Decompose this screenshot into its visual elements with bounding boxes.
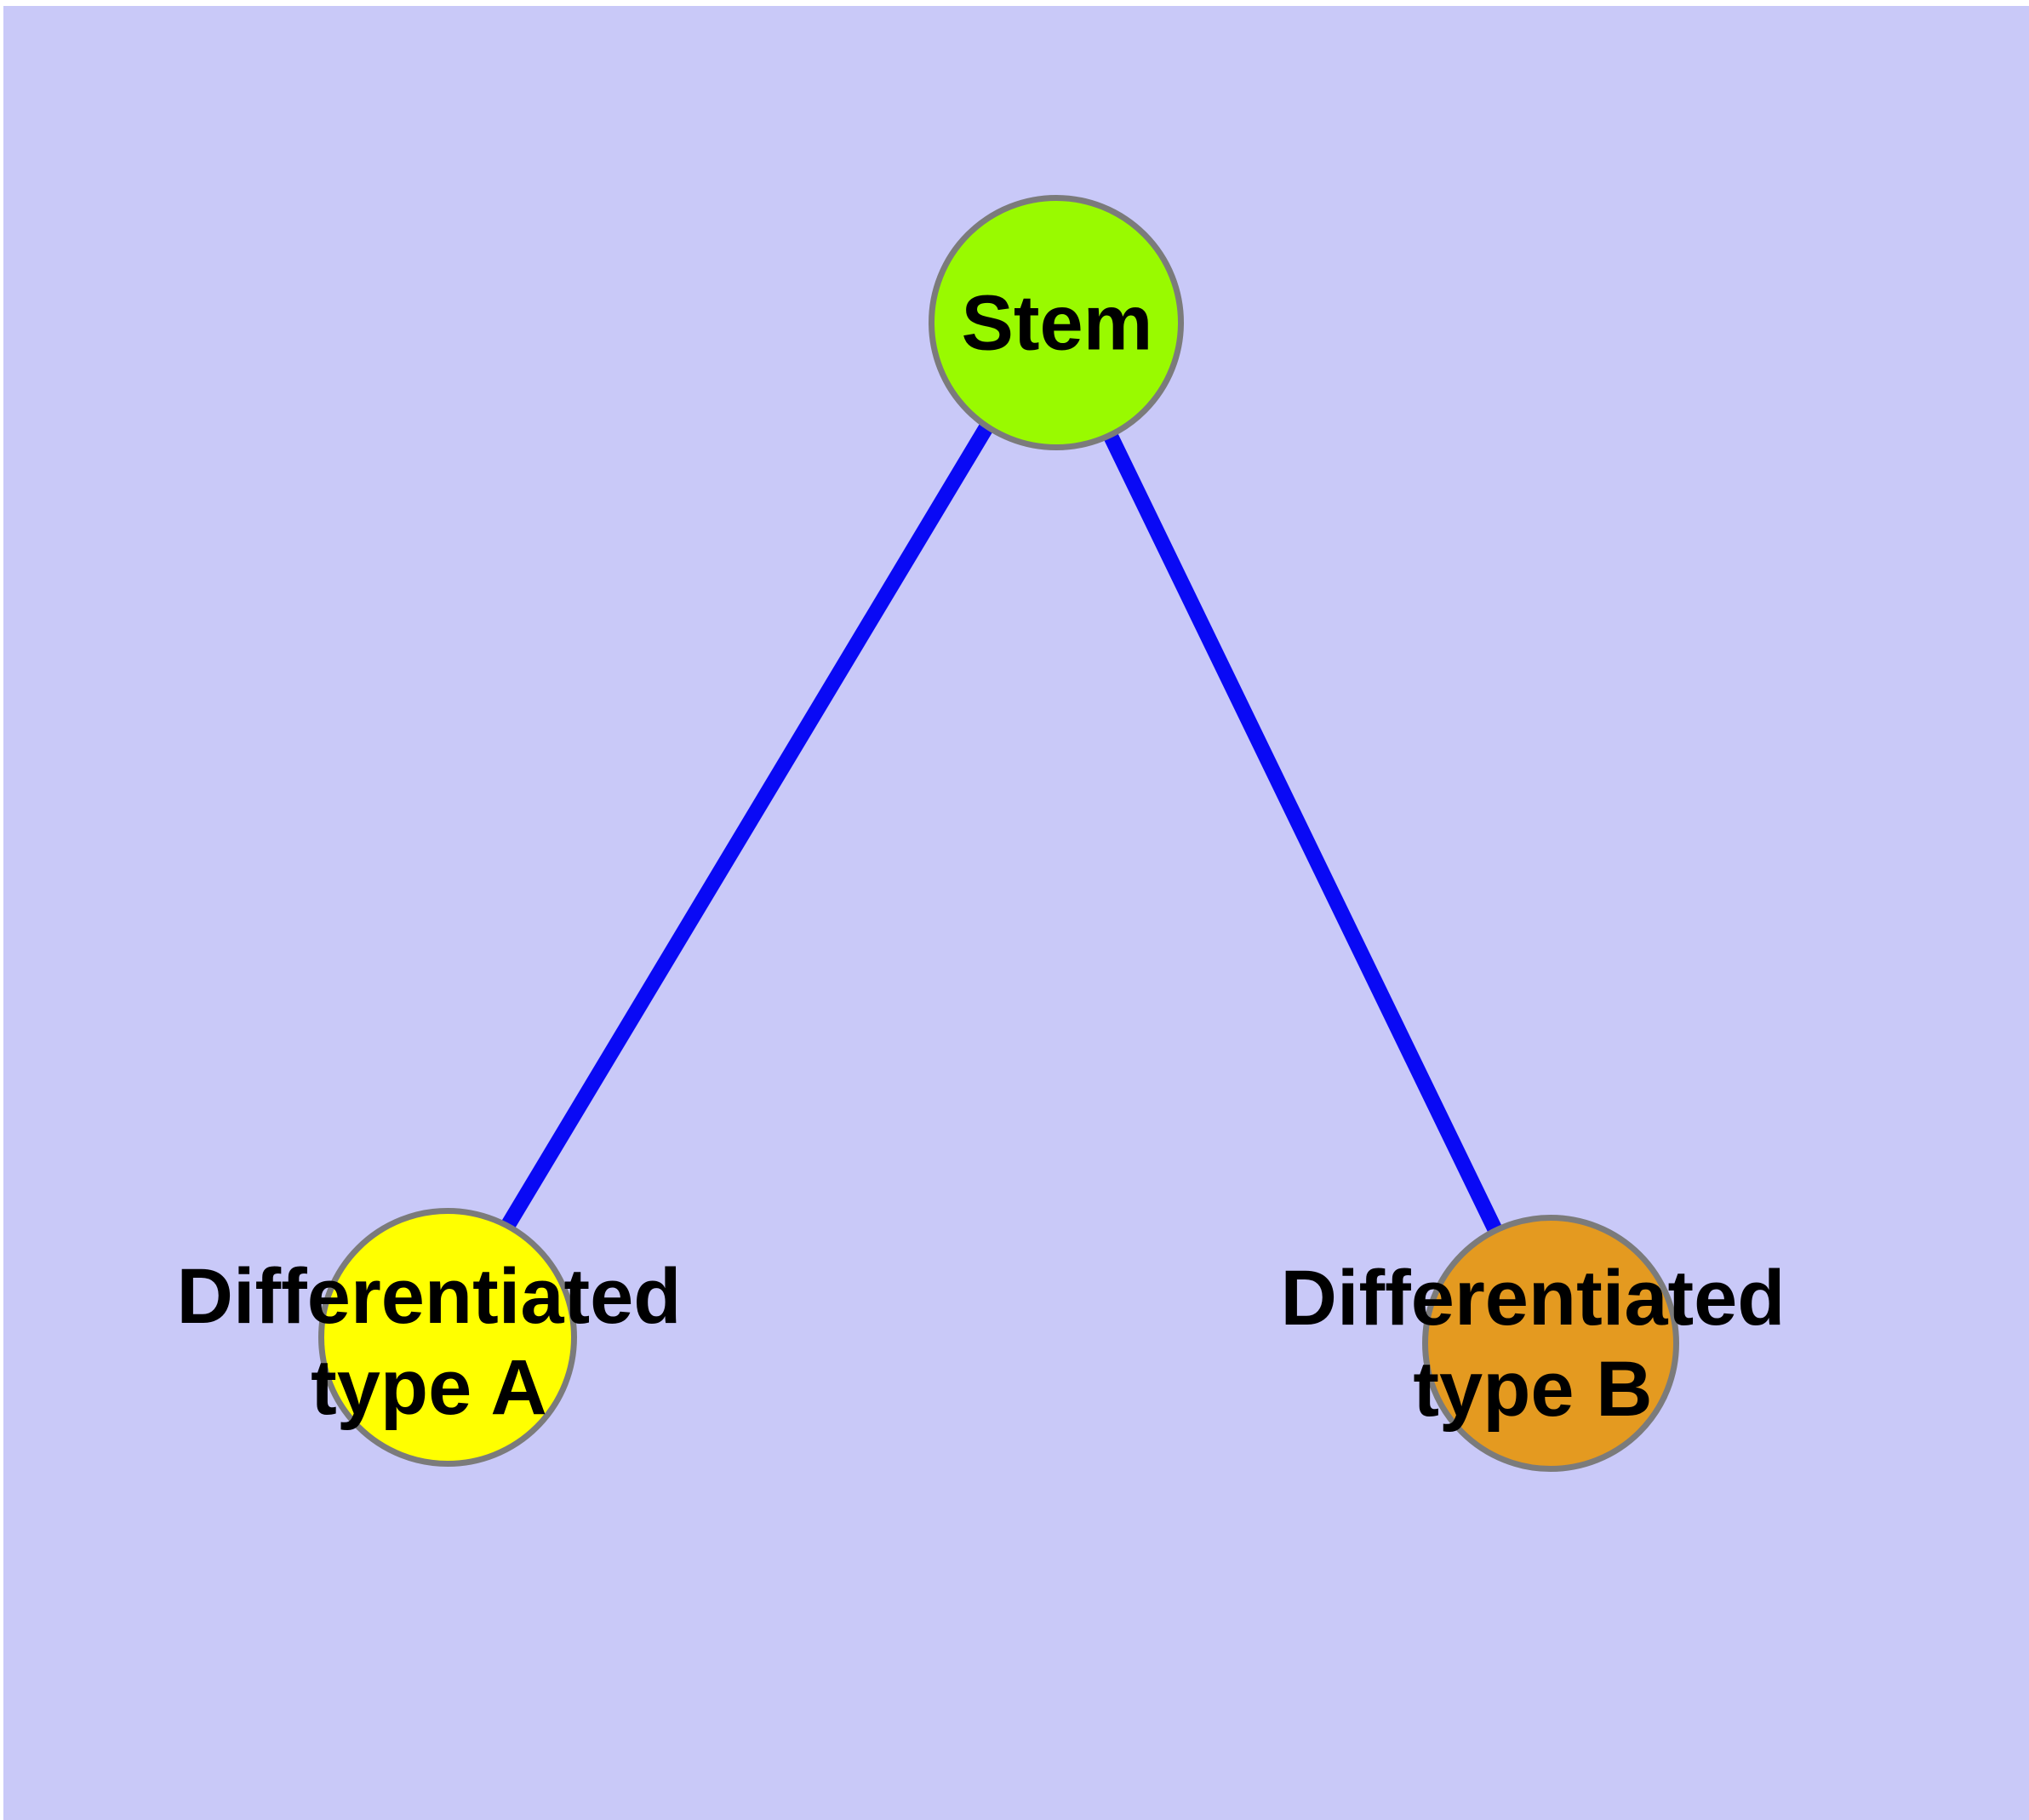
node-label-type-b-line1: Differentiated xyxy=(1280,1255,1786,1342)
edge-stem-to-type-a xyxy=(437,312,1060,1336)
graph-canvas: Stem Differentiated type A Differentiate… xyxy=(3,6,2029,1820)
node-label-differentiated-type-b: Differentiated type B xyxy=(1281,1253,1786,1435)
node-stem xyxy=(929,195,1184,450)
node-label-type-a-line1: Differentiated xyxy=(176,1253,682,1340)
node-label-stem-text: Stem xyxy=(961,279,1153,367)
edges-layer xyxy=(437,312,1555,1341)
node-label-differentiated-type-a: Differentiated type A xyxy=(177,1251,682,1434)
node-label-type-b-line2: type B xyxy=(1413,1346,1653,1433)
node-label-stem: Stem xyxy=(962,278,1153,369)
edge-stem-to-type-b xyxy=(1045,313,1555,1341)
node-label-type-a-line2: type A xyxy=(311,1344,547,1431)
node-differentiated-type-b xyxy=(1422,1215,1679,1472)
node-differentiated-type-a xyxy=(318,1208,577,1467)
